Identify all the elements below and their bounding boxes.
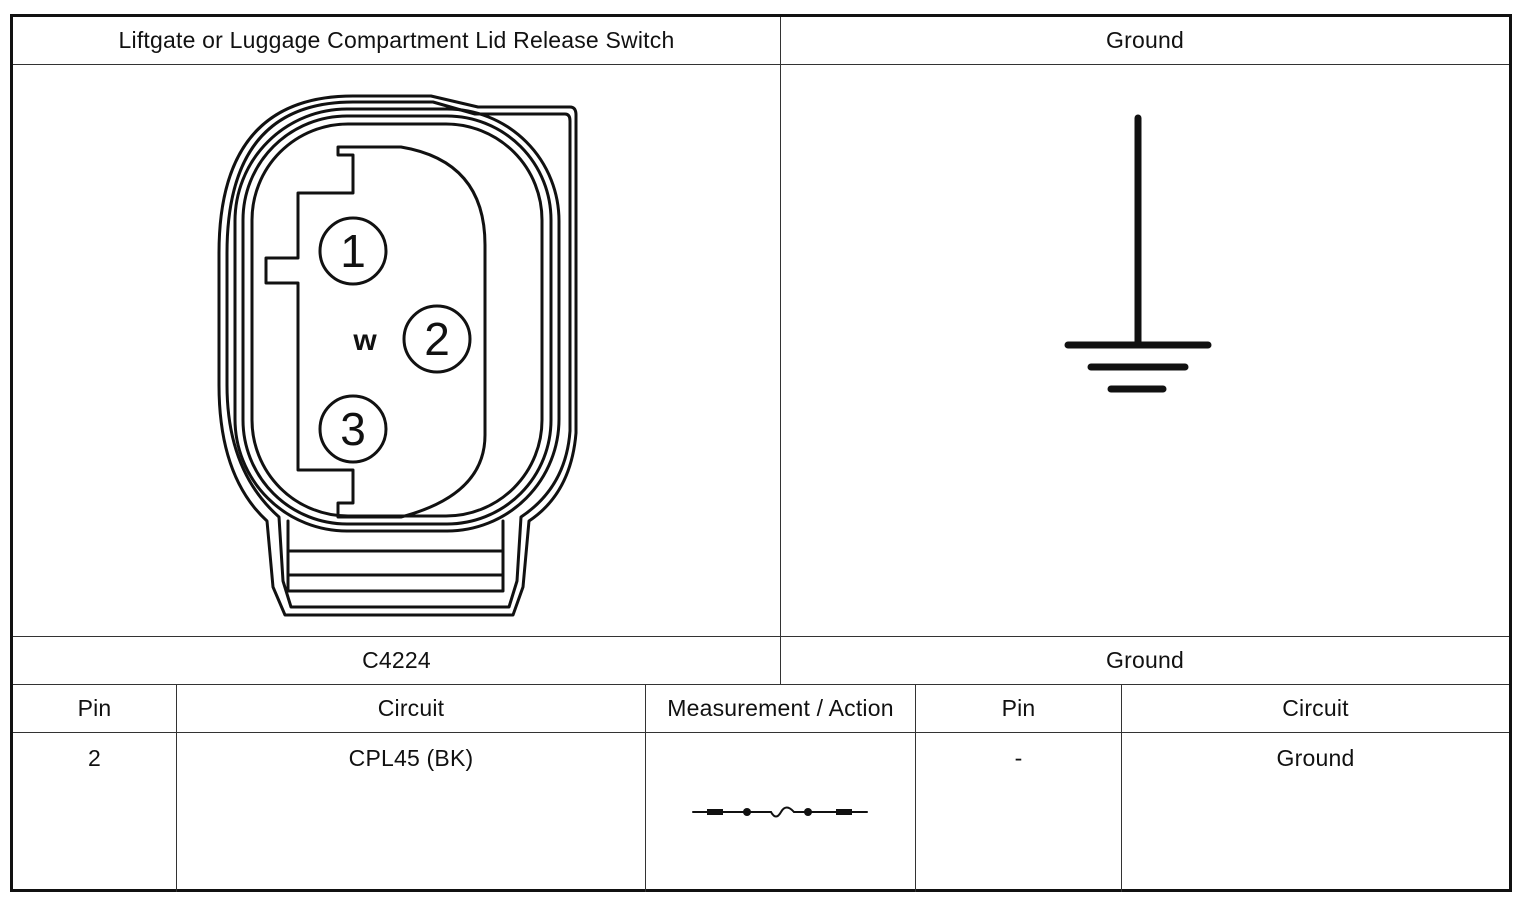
row-circuit-b: Ground (1276, 745, 1355, 771)
connector-panel-title: Liftgate or Luggage Compartment Lid Rele… (118, 27, 675, 53)
row-circuit-a: CPL45 (BK) (348, 745, 474, 771)
rule-col-1 (176, 684, 177, 892)
rule-below-titles (13, 64, 1509, 65)
pin-3-label: 3 (340, 403, 366, 455)
pin-2-circle (402, 304, 472, 374)
housing-outer-outline (217, 94, 578, 617)
ground-panel-title: Ground (1106, 27, 1184, 53)
row-measurement (646, 733, 915, 892)
connector-marking: w (352, 324, 377, 357)
connector-id-label: C4224 (362, 647, 431, 673)
pin-1-circle (318, 216, 388, 286)
pin-1-label: 1 (340, 225, 366, 277)
continuity-symbol-icon (692, 806, 868, 818)
connector-face-drawing: 1 2 3 w (217, 94, 578, 617)
row-pin-b: - (1014, 745, 1023, 771)
rule-panel-divider (780, 17, 781, 684)
header-pin-b: Pin (1001, 695, 1036, 721)
ground-label: Ground (1106, 647, 1184, 673)
pin-3-circle (318, 394, 388, 464)
rule-below-labels (13, 684, 1509, 685)
pin-2-label: 2 (424, 313, 450, 365)
header-measurement: Measurement / Action (667, 695, 894, 721)
row-pin-a: 2 (88, 745, 101, 771)
shell-outline-b (241, 114, 553, 526)
rule-below-headers (13, 732, 1509, 733)
header-circuit-a: Circuit (377, 695, 445, 721)
housing-second-outline (225, 100, 572, 609)
rule-col-3 (915, 684, 916, 892)
ground-symbol-drawing (1064, 114, 1212, 393)
rule-col-2 (645, 684, 646, 892)
header-pin-a: Pin (77, 695, 112, 721)
header-circuit-b: Circuit (1282, 695, 1349, 721)
shell-outline-c (250, 122, 544, 518)
diagram-frame: Liftgate or Luggage Compartment Lid Rele… (10, 14, 1512, 892)
rule-below-drawings (13, 636, 1509, 637)
terminal-insert-outline (264, 145, 487, 519)
shell-outline-a (233, 107, 561, 533)
rule-col-4 (1121, 684, 1122, 892)
lock-tab-outline (286, 519, 505, 593)
